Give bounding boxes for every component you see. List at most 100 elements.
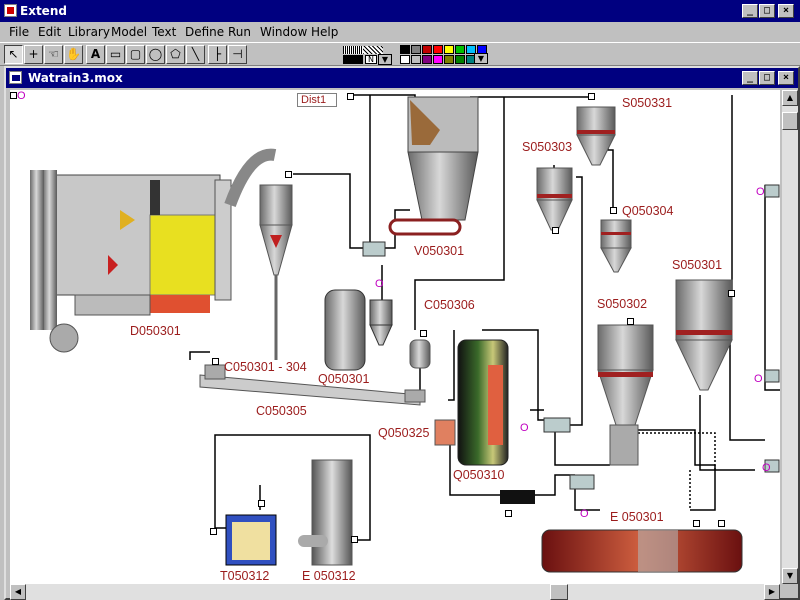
model-window-titlebar[interactable]: Watrain3.mox _ □ × xyxy=(6,68,798,88)
menu-help[interactable]: Help xyxy=(311,25,339,39)
app-icon[interactable] xyxy=(4,4,17,17)
menu-define[interactable]: Define xyxy=(185,25,225,39)
color-swatch[interactable] xyxy=(455,55,465,64)
color-swatch[interactable] xyxy=(400,45,410,54)
close-button[interactable]: × xyxy=(778,4,794,18)
connector-port[interactable] xyxy=(351,536,358,543)
color-swatch[interactable] xyxy=(433,45,443,54)
color-swatch[interactable] xyxy=(422,55,432,64)
screw-conveyor xyxy=(199,364,426,406)
output-connector-icon[interactable]: O xyxy=(520,422,529,434)
output-connector-icon[interactable]: O xyxy=(756,186,765,198)
label-q050304: Q050304 xyxy=(622,204,674,218)
scroll-right-icon[interactable]: ▶ xyxy=(764,584,780,600)
connector-port[interactable] xyxy=(10,92,17,99)
output-connector-icon[interactable]: O xyxy=(754,373,763,385)
color-swatch[interactable] xyxy=(400,55,410,64)
output-connector-icon[interactable]: O xyxy=(580,508,589,520)
hand-tool-icon[interactable]: ✋ xyxy=(64,45,83,64)
pattern-selector[interactable]: N ▼ xyxy=(343,46,393,65)
label-s050331: S050331 xyxy=(622,96,673,110)
label-e050301: E 050301 xyxy=(610,510,664,524)
color-palette[interactable] xyxy=(400,45,490,65)
connect-tool-icon[interactable]: + xyxy=(24,45,43,64)
scroll-down-icon[interactable]: ▼ xyxy=(782,568,798,584)
pointer-tool-icon[interactable]: ↖ xyxy=(4,45,23,64)
menu-model[interactable]: Model xyxy=(111,25,148,39)
output-connector-icon[interactable]: O xyxy=(375,278,384,290)
connector-port[interactable] xyxy=(728,290,735,297)
rectangle-tool-icon[interactable]: ▭ xyxy=(106,45,125,64)
menubar: File Edit Library Model Text Define Run … xyxy=(0,22,800,42)
model-window-title: Watrain3.mox xyxy=(28,71,123,85)
document-icon[interactable] xyxy=(9,71,22,84)
text-tool-icon[interactable]: A xyxy=(86,45,105,64)
connector-port[interactable] xyxy=(212,358,219,365)
connector-port[interactable] xyxy=(718,520,725,527)
app-title: Extend xyxy=(20,4,67,18)
pattern-dropdown-icon[interactable]: ▼ xyxy=(378,54,392,65)
mixer-blocks xyxy=(362,184,780,490)
output-connector-icon[interactable]: O xyxy=(762,462,771,474)
dist1-block[interactable]: Dist1 xyxy=(297,93,337,107)
menu-window[interactable]: Window xyxy=(260,25,308,39)
dryer-unit xyxy=(30,148,277,353)
color-swatch[interactable] xyxy=(455,45,465,54)
color-swatch[interactable] xyxy=(422,45,432,54)
menu-edit[interactable]: Edit xyxy=(38,25,62,39)
connector-port[interactable] xyxy=(627,318,634,325)
column-e050312 xyxy=(298,459,353,566)
connector-port[interactable] xyxy=(258,500,265,507)
label-v050301: V050301 xyxy=(414,244,465,258)
connector-port[interactable] xyxy=(610,207,617,214)
connector-port[interactable] xyxy=(347,93,354,100)
model-canvas[interactable]: O O O O O O O Dist1 D050301 C050301 - 30… xyxy=(10,90,780,584)
menu-library[interactable]: Library xyxy=(68,25,110,39)
color-swatch[interactable] xyxy=(444,45,454,54)
connector-port[interactable] xyxy=(420,330,427,337)
hopper-c050306 xyxy=(409,339,431,369)
menu-file[interactable]: File xyxy=(9,25,30,39)
menu-text[interactable]: Text xyxy=(152,25,177,39)
doc-minimize-button[interactable]: _ xyxy=(742,71,758,85)
doc-maximize-button[interactable]: □ xyxy=(759,71,775,85)
line-tool-icon[interactable]: ╲ xyxy=(186,45,205,64)
color-swatch[interactable] xyxy=(433,55,443,64)
label-e050312: E 050312 xyxy=(302,569,356,583)
label-q050310: Q050310 xyxy=(453,468,505,482)
polygon-tool-icon[interactable]: ⬠ xyxy=(166,45,185,64)
maximize-button[interactable]: □ xyxy=(759,4,775,18)
doc-close-button[interactable]: × xyxy=(778,71,794,85)
pattern-none-label: N xyxy=(365,55,377,64)
connector-port[interactable] xyxy=(588,93,595,100)
connector-port[interactable] xyxy=(693,520,700,527)
output-connector-icon[interactable]: O xyxy=(17,90,26,102)
rounded-rect-tool-icon[interactable]: ▢ xyxy=(126,45,145,64)
connector-port[interactable] xyxy=(552,227,559,234)
minimize-button[interactable]: _ xyxy=(742,4,758,18)
vertical-scroll-thumb[interactable] xyxy=(782,112,798,130)
app-titlebar[interactable]: Extend _ □ × xyxy=(0,0,800,22)
label-s050303: S050303 xyxy=(522,140,573,154)
color-dropdown-icon[interactable]: ▼ xyxy=(474,53,488,64)
color-swatch[interactable] xyxy=(466,45,476,54)
connection-line-tool-icon[interactable]: ⊣ xyxy=(228,45,247,64)
menu-run[interactable]: Run xyxy=(228,25,252,39)
scroll-left-icon[interactable]: ◀ xyxy=(10,584,26,600)
process-diagram xyxy=(30,94,780,573)
color-swatch[interactable] xyxy=(411,55,421,64)
vertical-scrollbar[interactable]: ▲ ▼ xyxy=(782,90,798,584)
color-swatch[interactable] xyxy=(411,45,421,54)
connector-port[interactable] xyxy=(505,510,512,517)
kiln-e050301 xyxy=(541,529,743,573)
connector-port[interactable] xyxy=(285,171,292,178)
horizontal-scroll-thumb[interactable] xyxy=(550,584,568,600)
clone-tool-icon[interactable]: ☜ xyxy=(44,45,63,64)
horizontal-scrollbar[interactable]: ◀ ▶ xyxy=(10,584,780,600)
connector-port[interactable] xyxy=(210,528,217,535)
rightangle-line-tool-icon[interactable]: ├ xyxy=(208,45,227,64)
oval-tool-icon[interactable]: ◯ xyxy=(146,45,165,64)
scroll-up-icon[interactable]: ▲ xyxy=(782,90,798,106)
color-swatch[interactable] xyxy=(444,55,454,64)
